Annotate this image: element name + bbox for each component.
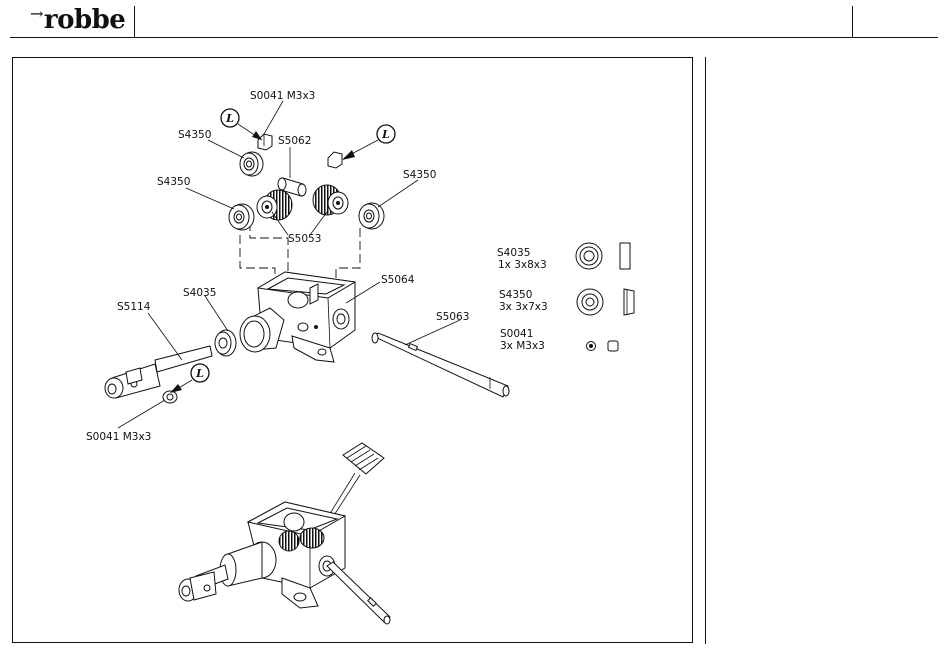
callout-s4350-right: S4350: [403, 169, 436, 181]
legend-part-1: S4035: [497, 247, 530, 259]
parts-legend: S4035 1x 3x8x3 S4350 3x 3x7x3 S0041 3x M…: [497, 243, 634, 352]
set-screw-bottom: [163, 391, 177, 403]
callout-s5064: S5064: [381, 274, 415, 286]
callout-s4350-upper-left: S4350: [178, 129, 211, 141]
svg-text:L: L: [381, 128, 390, 141]
callout-s5062: S5062: [278, 135, 311, 147]
bevel-gear-right: [313, 185, 348, 215]
assembled-gearbox-view: [179, 443, 390, 624]
callout-s5114: S5114: [117, 301, 151, 313]
set-screw-top: [258, 134, 272, 150]
legend-part-3: S0041: [500, 328, 533, 340]
legend-bearing-s4350-icon: [577, 289, 634, 315]
leader-lines: [118, 101, 460, 428]
bearing-right: [359, 203, 384, 229]
bearing-left: [229, 204, 254, 230]
set-screw-right: [328, 152, 342, 168]
threadlock-symbol-right: L: [342, 125, 395, 160]
callout-s4350-left: S4350: [157, 176, 190, 188]
legend-qty-1: 1x 3x8x3: [498, 259, 547, 271]
svg-text:L: L: [225, 112, 234, 125]
threadlock-symbol-bottom: L: [170, 364, 209, 393]
housing-collar: [240, 308, 284, 352]
legend-part-2: S4350: [499, 289, 532, 301]
legend-qty-3: 3x M3x3: [500, 340, 545, 352]
shaft-s5063: [372, 333, 509, 397]
legend-bearing-s4035-icon: [576, 243, 630, 269]
legend-qty-2: 3x 3x7x3: [499, 301, 548, 313]
svg-text:L: L: [195, 367, 204, 380]
threadlock-symbol-top: L: [221, 109, 262, 140]
bearing-upper-left: [240, 152, 263, 176]
callout-s5063: S5063: [436, 311, 469, 323]
callout-s0041-top: S0041 M3x3: [250, 90, 315, 102]
legend-set-screw-icon: [587, 341, 619, 351]
callout-s5053: S5053: [288, 233, 321, 245]
callout-s0041-bottom: S0041 M3x3: [86, 431, 151, 443]
bearing-s4035: [215, 330, 236, 356]
callout-s4035: S4035: [183, 287, 216, 299]
